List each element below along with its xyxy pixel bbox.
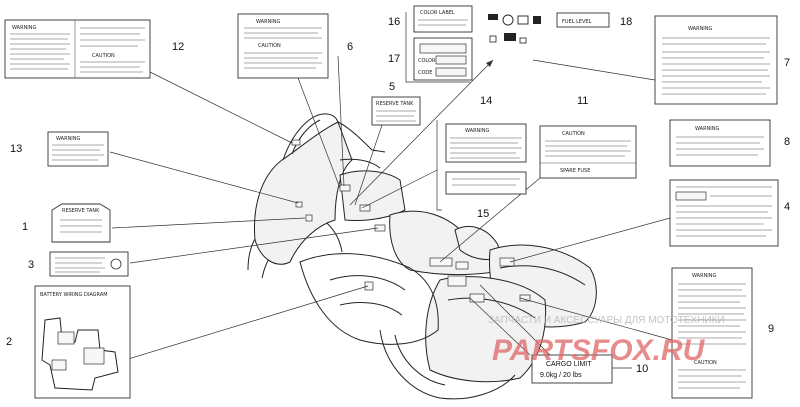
svg-text:11: 11: [577, 95, 588, 107]
svg-text:9.0kg / 20 lbs: 9.0kg / 20 lbs: [540, 372, 582, 379]
svg-text:WARNING: WARNING: [695, 126, 720, 132]
svg-text:CODE: CODE: [418, 70, 432, 76]
svg-text:2: 2: [6, 336, 12, 348]
svg-text:CAUTION: CAUTION: [258, 43, 281, 49]
svg-text:WARNING: WARNING: [12, 25, 37, 31]
partsfox-watermark: ЗАПЧАСТИ И АКСЕССУАРЫ ДЛЯ МОТОТЕХНИКИ PA…: [488, 315, 725, 367]
svg-text:PARTSFOX.RU: PARTSFOX.RU: [492, 334, 706, 367]
label-14: WARNING 14: [445, 95, 527, 163]
fuel-cap-icons: [488, 14, 529, 44]
svg-text:WARNING: WARNING: [465, 128, 490, 134]
svg-text:18: 18: [620, 16, 632, 28]
label-18: FUEL LEVEL 18: [533, 12, 632, 28]
label-5: RESERVE TANK 5: [371, 81, 421, 126]
label-2: BATTERY WIRING DIAGRAM 2: [6, 285, 131, 399]
svg-text:CAUTION: CAUTION: [92, 53, 115, 59]
svg-text:CAUTION: CAUTION: [562, 131, 585, 137]
svg-text:17: 17: [388, 53, 400, 65]
svg-text:10: 10: [636, 363, 648, 375]
svg-text:WARNING: WARNING: [688, 26, 713, 32]
svg-text:COLOR: COLOR: [418, 58, 436, 64]
bracket-16-17: [405, 12, 470, 83]
svg-text:WARNING: WARNING: [56, 136, 81, 142]
svg-text:7: 7: [784, 57, 790, 69]
label-15: 15: [445, 171, 527, 220]
label-10: CARGO LIMIT 9.0kg / 20 lbs 10: [531, 354, 648, 384]
svg-text:8: 8: [784, 136, 790, 148]
motorcycle-drawing: [247, 113, 597, 400]
label-4: 4: [669, 179, 790, 247]
svg-text:BATTERY WIRING DIAGRAM: BATTERY WIRING DIAGRAM: [40, 292, 108, 298]
svg-text:9: 9: [768, 323, 774, 335]
label-11: CAUTION SPARE FUSE 11: [539, 95, 637, 179]
svg-text:RESERVE TANK: RESERVE TANK: [62, 208, 100, 214]
leader-lines: [109, 55, 673, 361]
svg-text:CARGO LIMIT: CARGO LIMIT: [546, 361, 592, 368]
label-3: 3: [28, 251, 129, 277]
svg-text:COLOR LABEL: COLOR LABEL: [420, 10, 455, 16]
label-13: WARNING 13: [10, 131, 109, 167]
label-16: COLOR LABEL 16: [388, 5, 473, 33]
svg-text:WARNING: WARNING: [692, 273, 717, 279]
svg-text:FUEL LEVEL: FUEL LEVEL: [562, 19, 592, 25]
label-1: RESERVE TANK 1: [22, 203, 111, 243]
svg-text:14: 14: [480, 95, 492, 107]
label-12: WARNING CAUTION 12: [4, 19, 184, 79]
svg-text:13: 13: [10, 143, 22, 155]
label-7: WARNING 7: [654, 15, 790, 105]
svg-text:15: 15: [477, 208, 489, 220]
svg-text:CAUTION: CAUTION: [694, 360, 717, 366]
svg-text:6: 6: [347, 41, 353, 53]
label-17: COLOR CODE 17: [388, 37, 473, 81]
svg-text:WARNING: WARNING: [256, 19, 281, 25]
svg-text:16: 16: [388, 16, 400, 28]
svg-text:RESERVE TANK: RESERVE TANK: [376, 101, 414, 107]
svg-text:SPARE FUSE: SPARE FUSE: [560, 168, 590, 174]
label-6: WARNING CAUTION 6: [237, 13, 353, 79]
svg-text:ЗАПЧАСТИ И АКСЕССУАРЫ ДЛЯ МОТО: ЗАПЧАСТИ И АКСЕССУАРЫ ДЛЯ МОТОТЕХНИКИ: [488, 315, 725, 326]
svg-text:12: 12: [172, 41, 184, 53]
bracket-14-15: [436, 120, 442, 211]
label-9: WARNING CAUTION 9: [671, 267, 774, 399]
svg-text:1: 1: [22, 221, 28, 233]
svg-text:5: 5: [389, 81, 395, 93]
svg-text:4: 4: [784, 201, 790, 213]
svg-text:3: 3: [28, 259, 34, 271]
label-8: WARNING 8: [669, 119, 790, 167]
